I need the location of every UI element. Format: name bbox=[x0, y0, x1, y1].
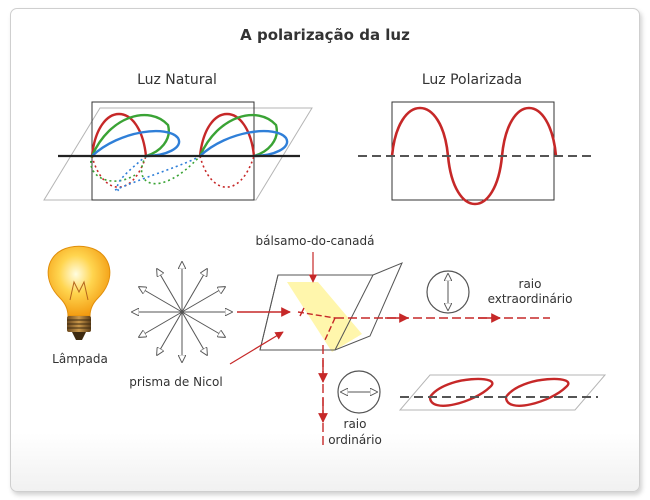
diagram-frame bbox=[10, 8, 640, 492]
extraordinary-label-line1: raio bbox=[519, 277, 542, 291]
ordinary-label-line1: raio bbox=[344, 417, 367, 431]
nicol-prism bbox=[259, 262, 403, 352]
extraordinary-label-line2: extraordinário bbox=[488, 292, 573, 306]
lamp-label: Lâmpada bbox=[52, 352, 108, 366]
extraordinary-polarization-icon bbox=[426, 270, 470, 314]
balsam-label: bálsamo-do-canadá bbox=[256, 234, 375, 248]
natural-light-label: Luz Natural bbox=[137, 72, 217, 88]
ordinary-polarization-icon bbox=[337, 370, 381, 414]
nicol-label: prisma de Nicol bbox=[129, 375, 222, 389]
polarized-light-figure bbox=[358, 101, 596, 206]
lamp-icon bbox=[47, 245, 111, 340]
internal-ray bbox=[297, 311, 336, 319]
balsam-layer bbox=[287, 282, 362, 352]
ordinary-label-line2: ordinário bbox=[328, 433, 382, 447]
horizontal-polarized-wave bbox=[398, 374, 607, 411]
nicol-pointer bbox=[229, 331, 284, 365]
natural-light-figure bbox=[43, 101, 313, 201]
natural-light-vectors bbox=[132, 262, 232, 362]
polarized-light-label: Luz Polarizada bbox=[422, 72, 522, 88]
page-title: A polarização da luz bbox=[240, 26, 410, 44]
